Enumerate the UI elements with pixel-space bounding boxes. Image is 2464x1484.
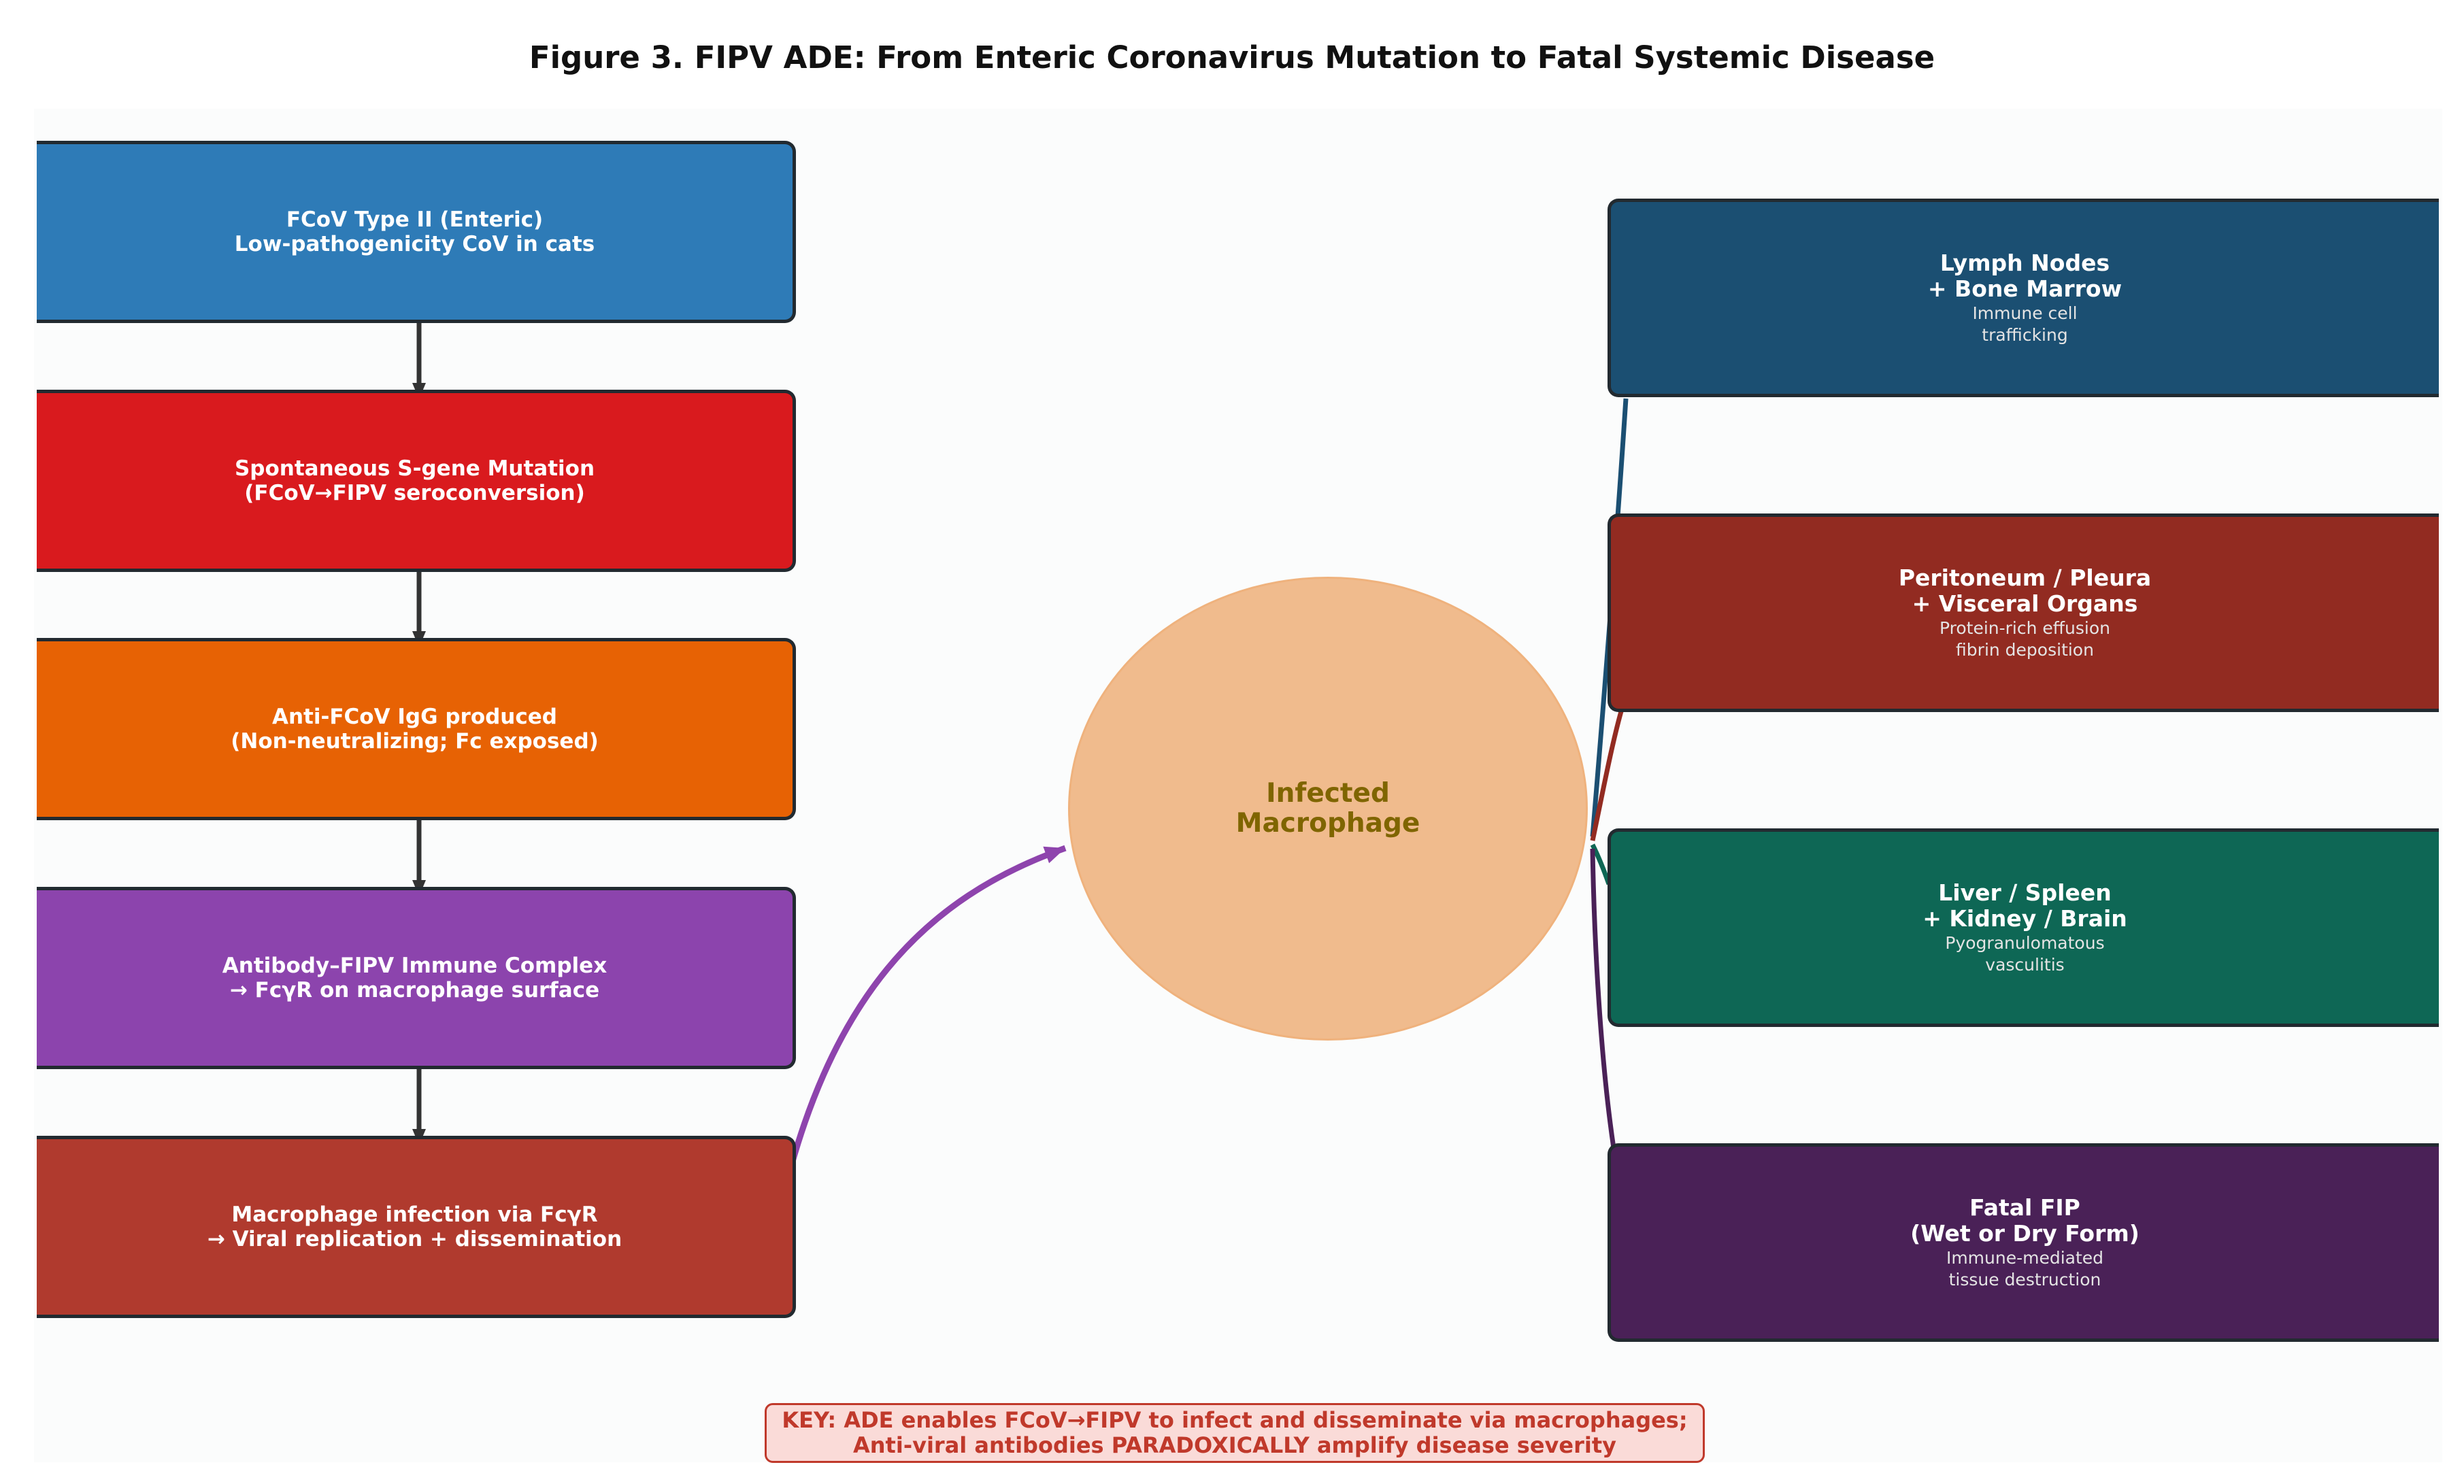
hub-text-2: Macrophage <box>1235 808 1420 839</box>
target-1-subtext-1: Immune cell <box>1972 303 2078 323</box>
step-box-4: Antibody–FIPV Immune Complex→ FcγR on ma… <box>37 887 796 1069</box>
step-4-text-2: → FcγR on macrophage surface <box>229 978 600 1002</box>
target-2-subtext-1: Protein-rich effusion <box>1939 618 2110 638</box>
target-1-heading-2: + Bone Marrow <box>1927 275 2122 302</box>
figure-title: Figure 3. FIPV ADE: From Enteric Coronav… <box>529 39 1935 75</box>
step-box-2: Spontaneous S-gene Mutation(FCoV→FIPV se… <box>37 390 796 572</box>
target-2-heading-1: Peritoneum / Pleura <box>1898 564 2152 591</box>
key-text-1: KEY: ADE enables FCoV→FIPV to infect and… <box>782 1407 1688 1433</box>
target-1-heading-1: Lymph Nodes <box>1939 250 2110 276</box>
target-1-subtext-2: trafficking <box>1982 325 2068 345</box>
step-1-text-1: FCoV Type II (Enteric) <box>286 207 544 232</box>
hub-link-4 <box>1590 848 1616 1149</box>
key-text-2: Anti-viral antibodies PARADOXICALLY ampl… <box>853 1432 1616 1458</box>
step-2-text-2: (FCoV→FIPV seroconversion) <box>244 481 585 505</box>
hub-text-1: Infected <box>1266 778 1390 809</box>
target-2-subtext-2: fibrin deposition <box>1956 640 2094 660</box>
target-4-subtext-2: tissue destruction <box>1948 1270 2101 1289</box>
step-2-text-1: Spontaneous S-gene Mutation <box>234 456 595 481</box>
target-4-subtext-1: Immune-mediated <box>1946 1248 2104 1268</box>
step-5-text-2: → Viral replication + dissemination <box>207 1227 622 1251</box>
hub-link-2 <box>1590 711 1624 841</box>
step-1-text-2: Low-pathogenicity CoV in cats <box>234 232 595 256</box>
key-note: KEY: ADE enables FCoV→FIPV to infect and… <box>765 1403 1705 1463</box>
target-2-heading-2: + Visceral Organs <box>1912 590 2138 617</box>
step-5-text-1: Macrophage infection via FcγR <box>231 1202 598 1227</box>
step-4-text-1: Antibody–FIPV Immune Complex <box>222 954 607 978</box>
entry-arrow <box>774 845 1067 1221</box>
step-3-text-1: Anti-FCoV IgG produced <box>272 705 557 729</box>
target-3-subtext-1: Pyogranulomatous <box>1945 933 2105 953</box>
step-3-text-2: (Non-neutralizing; Fc exposed) <box>231 729 599 754</box>
step-box-1: FCoV Type II (Enteric)Low-pathogenicity … <box>37 141 796 323</box>
target-box-4: Fatal FIP(Wet or Dry Form)Immune-mediate… <box>1608 1143 2439 1342</box>
target-4-heading-2: (Wet or Dry Form) <box>1910 1220 2140 1247</box>
target-3-subtext-2: vasculitis <box>1985 955 2065 975</box>
step-box-5: Macrophage infection via FcγR→ Viral rep… <box>37 1136 796 1318</box>
target-4-heading-1: Fatal FIP <box>1969 1194 2080 1221</box>
step-box-3: Anti-FCoV IgG produced(Non-neutralizing;… <box>37 638 796 820</box>
target-3-heading-1: Liver / Spleen <box>1938 879 2112 906</box>
target-3-heading-2: + Kidney / Brain <box>1922 905 2127 932</box>
